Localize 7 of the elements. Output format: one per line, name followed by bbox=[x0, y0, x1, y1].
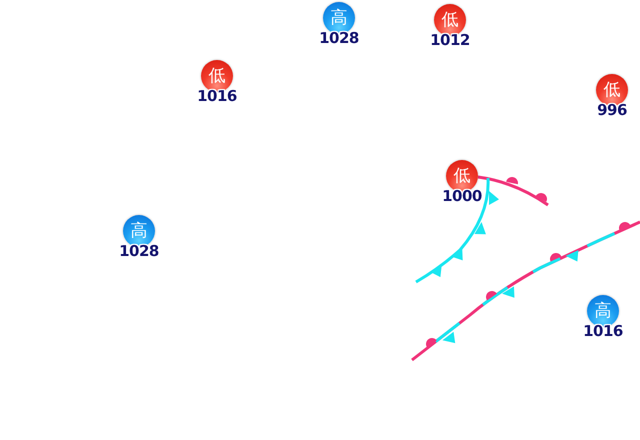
pressure-value: 1016 bbox=[197, 89, 237, 104]
pressure-value: 1012 bbox=[430, 33, 470, 48]
pressure-value: 996 bbox=[597, 103, 627, 118]
pressure-value: 1028 bbox=[119, 244, 159, 259]
pressure-value: 1016 bbox=[583, 324, 623, 339]
pressure-value: 1028 bbox=[319, 31, 359, 46]
pressure-value: 1000 bbox=[442, 189, 482, 204]
